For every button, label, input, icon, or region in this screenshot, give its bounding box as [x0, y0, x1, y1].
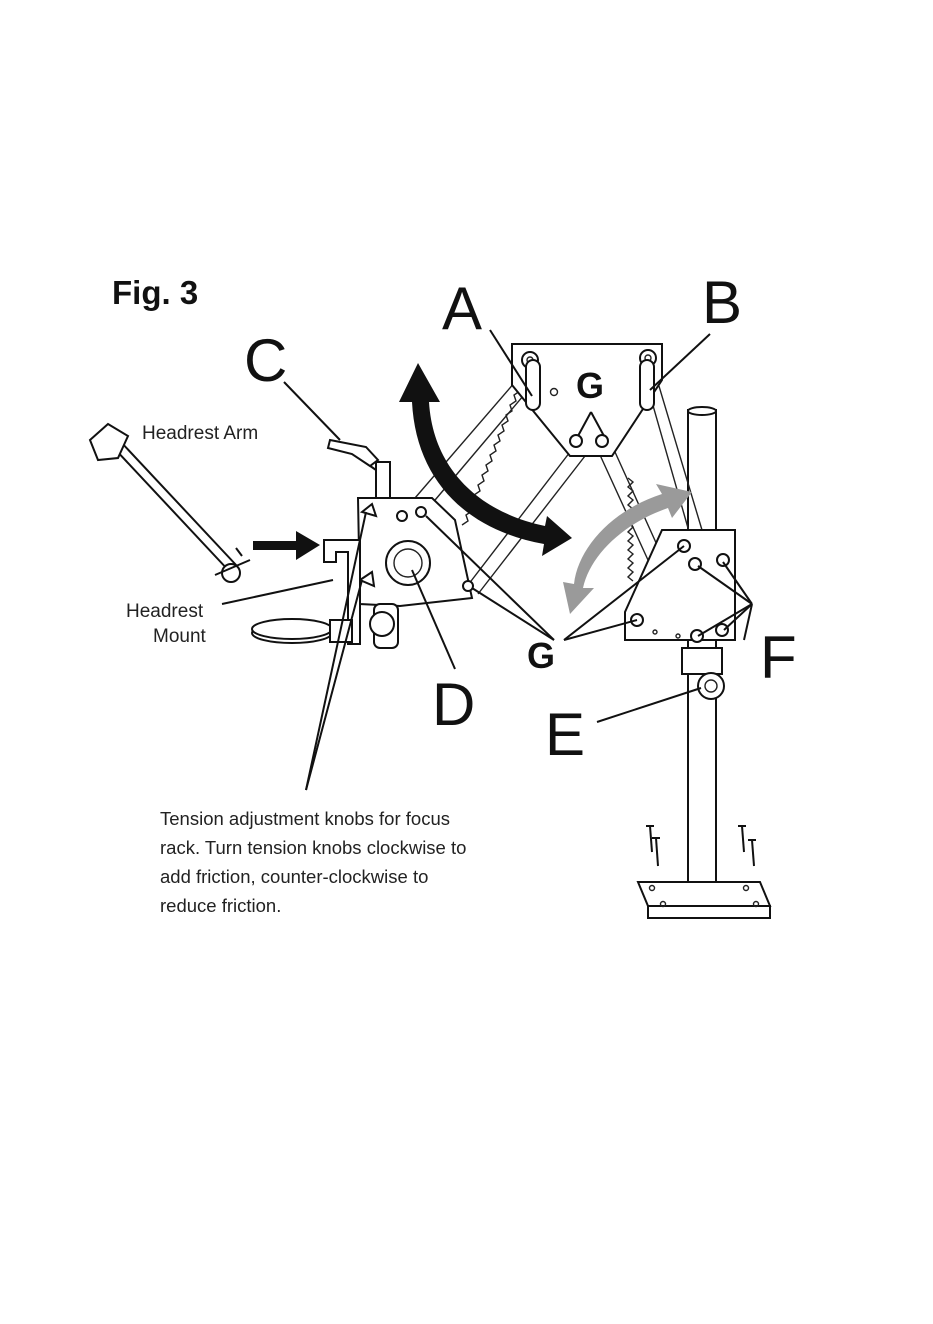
- headrest-arm-part: [90, 424, 250, 582]
- tension-knob-caption: Tension adjustment knobs for focus rack.…: [160, 804, 490, 920]
- headrest-arm-label: Headrest Arm: [142, 423, 258, 444]
- headrest-mount-label-line1: Headrest: [126, 601, 204, 622]
- label-a: A: [442, 275, 482, 342]
- label-e: E: [545, 701, 585, 768]
- label-g-top: G: [576, 365, 604, 406]
- headrest-mount-label-line2: Mount: [153, 626, 207, 647]
- label-d: D: [432, 671, 475, 738]
- label-b: B: [702, 269, 742, 336]
- lower-spring: [628, 478, 633, 581]
- lock-lever: [328, 440, 378, 466]
- label-g-bottom: G: [527, 635, 555, 676]
- figure-title: Fig. 3: [112, 274, 198, 311]
- label-c: C: [244, 327, 287, 394]
- insert-arrow: [253, 531, 320, 560]
- headrest-mount: [252, 540, 360, 644]
- label-f: F: [760, 624, 797, 691]
